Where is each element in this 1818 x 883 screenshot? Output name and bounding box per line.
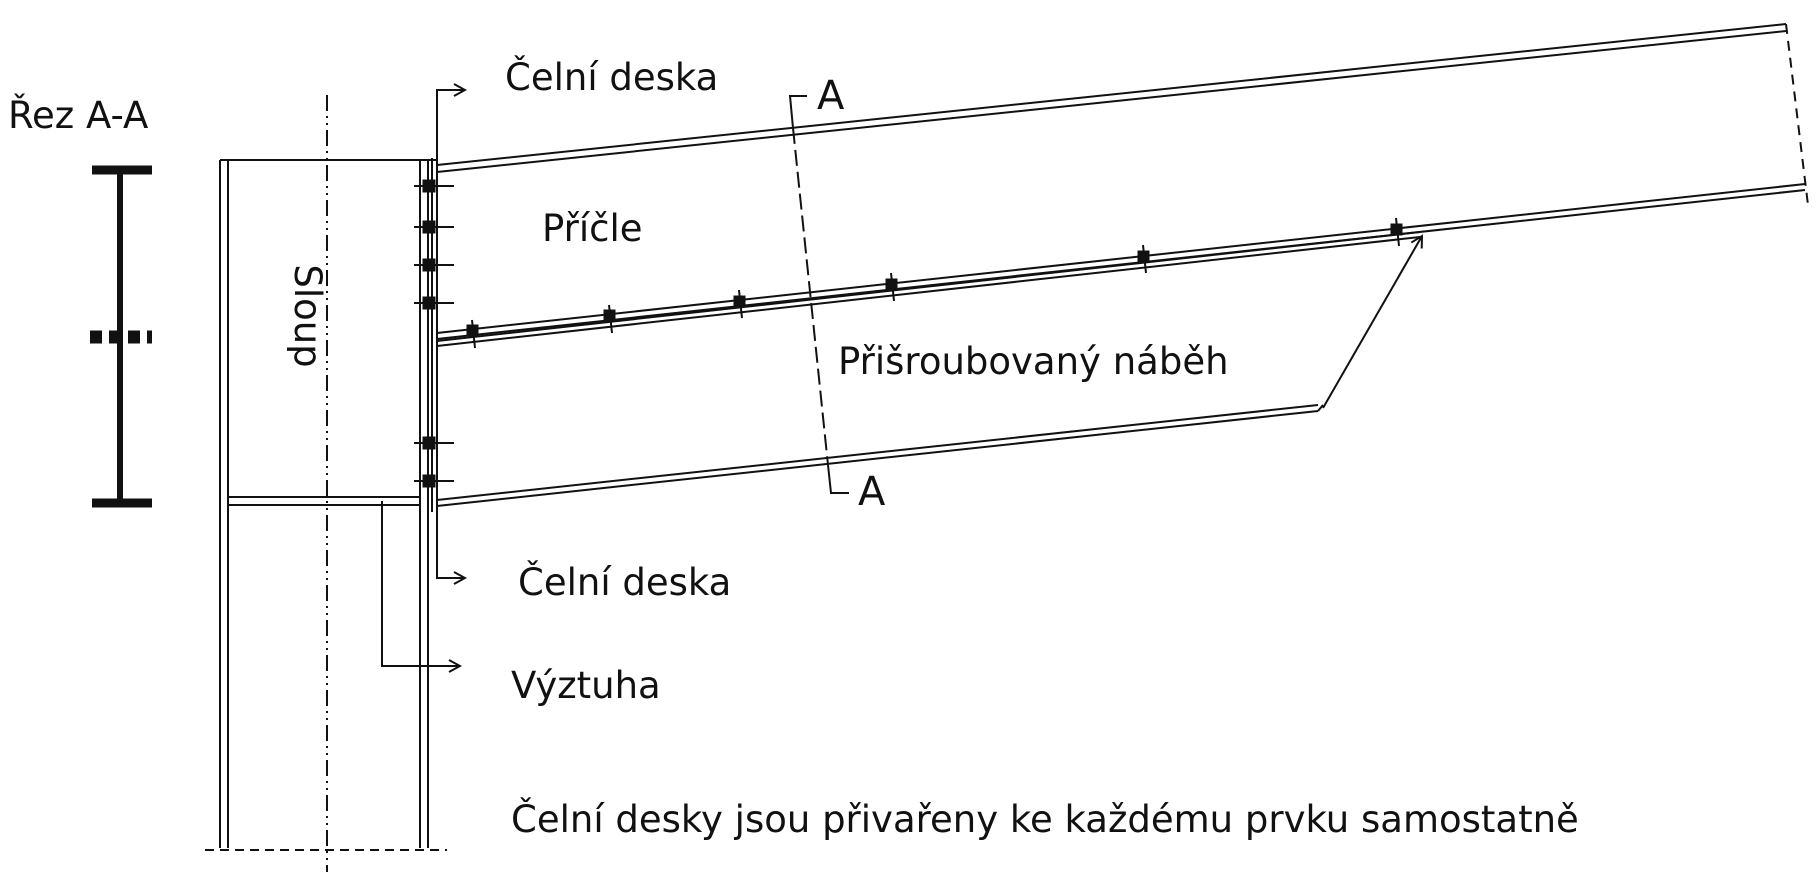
- leader-bolted-haunch: [1322, 236, 1422, 409]
- end-plate-bottom-label: Čelní deska: [518, 560, 731, 604]
- bolted-haunch: [436, 231, 1421, 507]
- section-cut-line: [788, 95, 849, 494]
- note-text: Čelní desky jsou přivařeny ke každému pr…: [511, 797, 1579, 841]
- section-mark-bottom: A: [858, 469, 886, 515]
- leader-end-plate-bottom: [436, 505, 465, 578]
- stiffener-plate: [228, 496, 420, 506]
- rafter-label: Příčle: [542, 207, 643, 250]
- leaders: [381, 90, 1422, 666]
- end-plate-top-label: Čelní deska: [505, 55, 718, 99]
- column-label: Sloup: [286, 264, 329, 367]
- section-aa-i-profile: [90, 165, 152, 508]
- end-plates: [431, 158, 438, 512]
- section-title: Řez A-A: [8, 93, 148, 137]
- stiffener-label: Výztuha: [511, 664, 661, 707]
- column-bolts: [414, 179, 454, 488]
- leader-end-plate-top: [436, 90, 465, 165]
- leader-stiffener: [381, 501, 460, 666]
- bolted-haunch-label: Přišroubovaný náběh: [838, 340, 1229, 383]
- section-mark-top: A: [817, 73, 845, 119]
- haunch-bolts: [466, 217, 1403, 349]
- rafter-break-line: [1785, 23, 1809, 206]
